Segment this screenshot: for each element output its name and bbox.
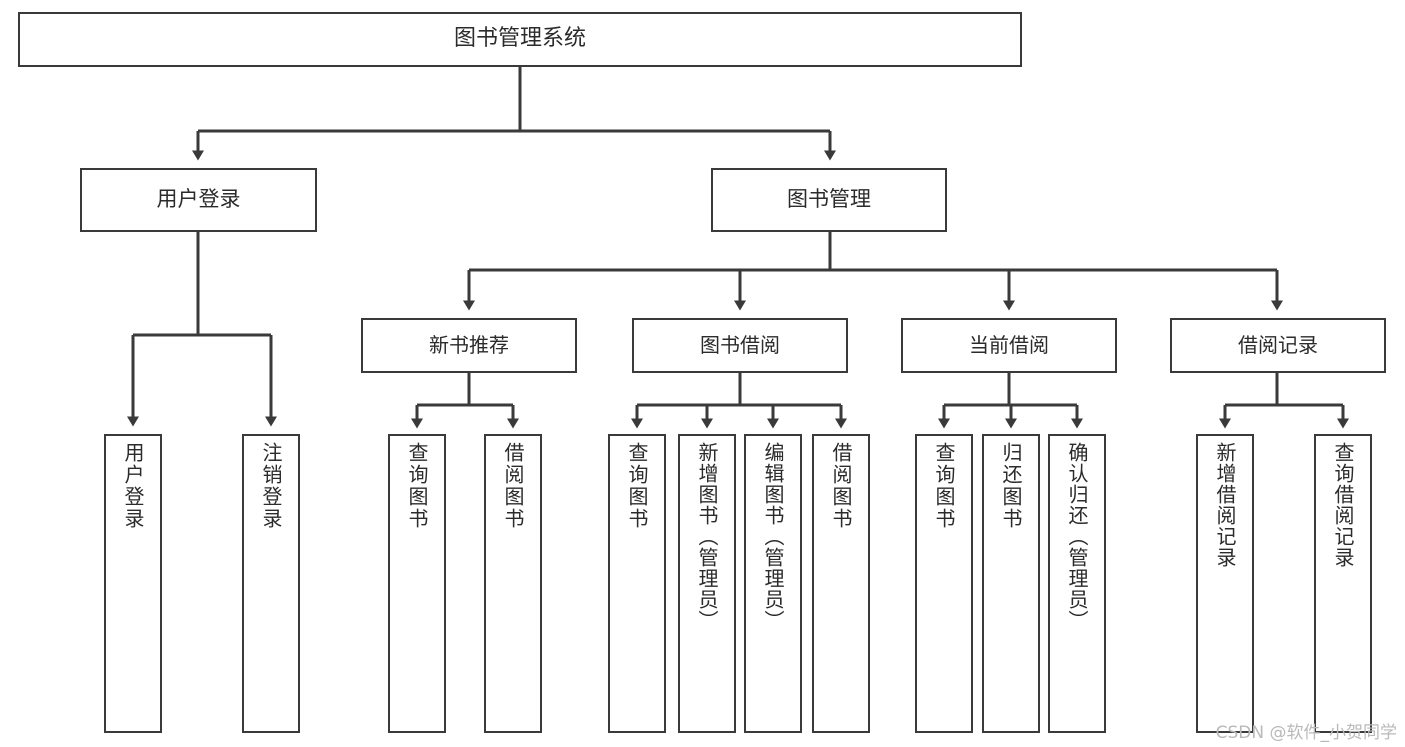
node-leaf-query-book-2[interactable]: 查询图书 [608,434,666,733]
node-book-borrow[interactable]: 图书借阅 [632,318,848,373]
node-book-manage[interactable]: 图书管理 [711,168,947,232]
node-leaf-query-book-3-label: 查询图书 [932,442,956,530]
node-leaf-confirm-return-label: 确认归还（管理员） [1065,442,1089,631]
node-root[interactable]: 图书管理系统 [18,12,1022,67]
node-leaf-query-book-3[interactable]: 查询图书 [915,434,973,733]
node-leaf-borrow-book-2-label: 借阅图书 [829,442,853,530]
node-borrow-record[interactable]: 借阅记录 [1170,318,1386,373]
node-current-borrow[interactable]: 当前借阅 [901,318,1117,373]
node-leaf-query-book-2-label: 查询图书 [625,442,649,530]
node-borrow-record-label: 借阅记录 [1238,333,1318,358]
node-leaf-borrow-book-1[interactable]: 借阅图书 [484,434,542,733]
node-leaf-edit-book-label: 编辑图书（管理员） [761,442,785,631]
node-current-borrow-label: 当前借阅 [969,333,1049,358]
connector-borrowrecord-to-leaves [1219,373,1349,429]
node-leaf-query-record-label: 查询借阅记录 [1331,442,1355,568]
connector-root-to-level2 [192,67,836,161]
connector-userlogin-to-leaves [127,232,277,427]
connector-bookborrow-to-leaves [631,373,847,429]
node-new-book-recommend-label: 新书推荐 [429,333,509,358]
node-leaf-add-book-label: 新增图书（管理员） [695,442,719,631]
node-leaf-borrow-book-1-label: 借阅图书 [501,442,525,530]
node-root-label: 图书管理系统 [453,26,586,52]
node-leaf-query-book-1[interactable]: 查询图书 [388,434,446,733]
node-leaf-query-book-1-label: 查询图书 [405,442,429,530]
node-new-book-recommend[interactable]: 新书推荐 [361,318,577,373]
node-leaf-return-book-label: 归还图书 [999,442,1023,530]
node-leaf-add-record[interactable]: 新增借阅记录 [1196,434,1254,733]
node-book-manage-label: 图书管理 [787,187,871,212]
node-book-borrow-label: 图书借阅 [700,333,780,358]
node-leaf-confirm-return[interactable]: 确认归还（管理员） [1048,434,1106,733]
connector-bookmanage-to-level3 [463,232,1283,311]
node-leaf-borrow-book-2[interactable]: 借阅图书 [812,434,870,733]
node-leaf-edit-book[interactable]: 编辑图书（管理员） [744,434,802,733]
connector-newbook-to-leaves [411,373,519,429]
connector-currentborrow-to-leaves [938,373,1083,429]
node-leaf-add-record-label: 新增借阅记录 [1213,442,1237,568]
node-user-login[interactable]: 用户登录 [80,168,317,232]
node-user-login-label: 用户登录 [156,187,241,212]
node-leaf-return-book[interactable]: 归还图书 [982,434,1040,733]
node-leaf-user-login[interactable]: 用户登录 [104,434,162,733]
node-leaf-user-login-label: 用户登录 [121,442,145,530]
node-leaf-logout-login[interactable]: 注销登录 [242,434,300,733]
node-leaf-add-book[interactable]: 新增图书（管理员） [678,434,736,733]
node-leaf-logout-login-label: 注销登录 [259,442,283,530]
node-leaf-query-record[interactable]: 查询借阅记录 [1314,434,1372,733]
